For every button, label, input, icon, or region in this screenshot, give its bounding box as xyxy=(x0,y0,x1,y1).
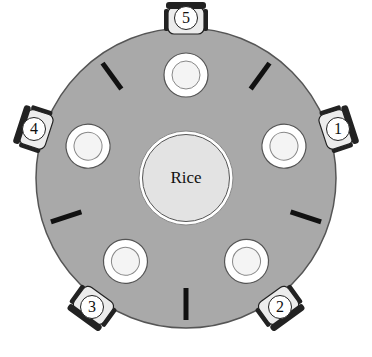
seat-number-circle: 4 xyxy=(22,117,46,141)
seat-number: 5 xyxy=(182,9,190,27)
rice-circle: Rice xyxy=(142,134,230,222)
seat-number: 3 xyxy=(88,298,96,316)
seat-number: 1 xyxy=(334,120,342,138)
rice-bowl-rim xyxy=(139,131,233,225)
round-table xyxy=(36,28,336,328)
seat-number: 2 xyxy=(276,298,284,316)
seat-number-circle: 1 xyxy=(326,117,350,141)
chairs xyxy=(12,2,360,333)
seat-number-circle: 5 xyxy=(174,6,198,30)
plates xyxy=(60,53,311,292)
seat-number: 4 xyxy=(30,120,38,138)
seat-number-circle: 2 xyxy=(268,295,292,319)
chopsticks xyxy=(51,63,321,320)
seat-number-circle: 3 xyxy=(80,295,104,319)
food-label: Rice xyxy=(170,168,201,188)
